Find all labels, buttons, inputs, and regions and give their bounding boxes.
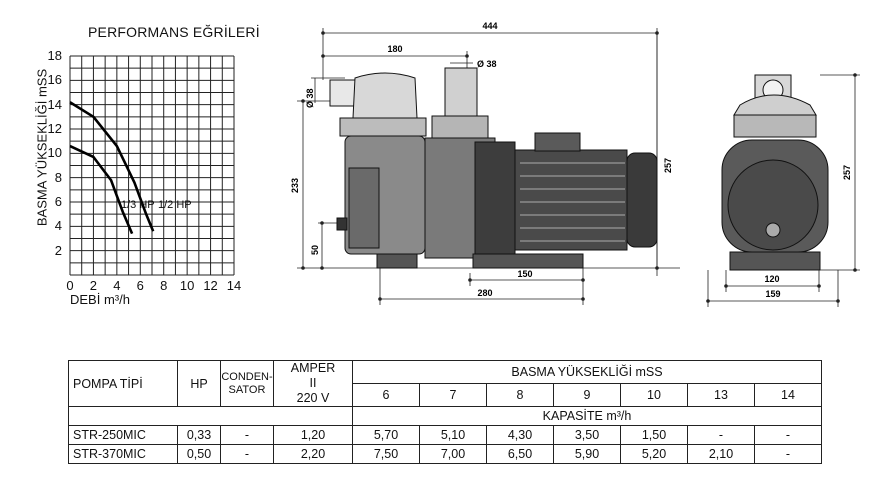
series-line-0 xyxy=(69,144,134,235)
header-spacer xyxy=(68,406,353,426)
dim-label-444: 444 xyxy=(482,21,497,31)
cell-capacity: - xyxy=(754,444,822,464)
header-amper-line2: II xyxy=(309,376,317,390)
chart-grid xyxy=(69,55,235,276)
dim-label-150: 150 xyxy=(517,269,532,279)
x-tick-label: 14 xyxy=(226,278,242,293)
header-pompa-tipi: POMPA TİPİ xyxy=(68,360,178,407)
x-tick-label: 2 xyxy=(89,278,98,293)
dim-label-280: 280 xyxy=(477,288,492,298)
series-label-1-3hp: 1/3 HP xyxy=(121,199,155,211)
performance-chart xyxy=(69,55,235,276)
table-row: STR-370MIC 0,50 - 2,20 7,50 7,00 6,50 5,… xyxy=(68,444,822,464)
dim-label-257-front: 257 xyxy=(842,165,852,180)
dim-label-257-side: 257 xyxy=(663,158,673,173)
cell-amper: 2,20 xyxy=(273,444,353,464)
cell-condensator: - xyxy=(220,444,274,464)
header-condensator: CONDEN- SATOR xyxy=(220,360,274,407)
x-tick-label: 10 xyxy=(179,278,195,293)
cell-pompa-tipi: STR-250MIC xyxy=(68,425,178,445)
head-value: 6 xyxy=(352,383,420,407)
head-value: 14 xyxy=(754,383,822,407)
cell-capacity: 5,90 xyxy=(553,444,621,464)
series-line-1 xyxy=(69,101,155,232)
header-amper-line3: 220 V xyxy=(296,391,330,405)
series-label-1-2hp: 1/2 HP xyxy=(158,199,192,211)
y-tick-label: 6 xyxy=(54,194,62,209)
head-value: 7 xyxy=(419,383,487,407)
dim-label-50: 50 xyxy=(310,245,320,255)
y-tick-label: 14 xyxy=(47,96,62,112)
header-condensator-line1: CONDEN- xyxy=(221,370,273,383)
x-tick-label: 0 xyxy=(66,278,74,293)
header-basma: BASMA YÜKSEKLİĞİ mSS xyxy=(352,360,822,384)
header-amper: AMPER II 220 V xyxy=(273,360,353,407)
x-tick-label: 4 xyxy=(113,278,121,293)
header-condensator-line2: SATOR xyxy=(228,383,266,396)
chart-title: PERFORMANS EĞRİLERİ xyxy=(88,24,260,40)
x-tick-label: 6 xyxy=(136,278,144,293)
pump-body-front xyxy=(721,74,829,271)
table-row: STR-250MIC 0,33 - 1,20 5,70 5,10 4,30 3,… xyxy=(68,425,822,445)
cell-capacity: 1,50 xyxy=(620,425,688,445)
head-value: 13 xyxy=(687,383,755,407)
cell-capacity: - xyxy=(754,425,822,445)
spec-table: POMPA TİPİ HP CONDEN- SATOR AMPER II 220… xyxy=(68,360,822,464)
y-tick-label: 8 xyxy=(54,169,62,185)
x-tick-label: 12 xyxy=(203,278,218,293)
header-amper-line1: AMPER xyxy=(290,361,336,375)
dim-label-180: 180 xyxy=(387,44,402,54)
cell-capacity: 2,10 xyxy=(687,444,755,464)
cell-capacity: 4,30 xyxy=(486,425,554,445)
header-hp: HP xyxy=(177,360,221,407)
dim-label-diam38-side: Ø 38 xyxy=(305,88,315,108)
y-tick-label: 12 xyxy=(47,121,62,136)
header-kapasite: KAPASİTE m³/h xyxy=(352,406,822,426)
cell-hp: 0,50 xyxy=(177,444,221,464)
dim-label-diam38-top: Ø 38 xyxy=(477,59,497,69)
head-value: 8 xyxy=(486,383,554,407)
cell-capacity: 7,00 xyxy=(419,444,487,464)
y-tick-label: 2 xyxy=(54,242,62,258)
dim-label-159: 159 xyxy=(765,289,780,299)
cell-capacity: 5,70 xyxy=(352,425,420,445)
dim-label-233: 233 xyxy=(290,178,300,193)
cell-capacity: - xyxy=(687,425,755,445)
cell-hp: 0,33 xyxy=(177,425,221,445)
pump-side-view-drawing: 444 180 Ø 38 Ø 38 233 257 50 150 280 xyxy=(290,21,680,305)
head-value: 10 xyxy=(620,383,688,407)
pump-front-view-drawing: 257 120 159 xyxy=(706,73,860,307)
chart-x-axis-label: DEBİ m³/h xyxy=(70,292,130,307)
y-tick-label: 4 xyxy=(54,218,62,234)
cell-pompa-tipi: STR-370MIC xyxy=(68,444,178,464)
y-tick-label: 10 xyxy=(47,145,62,161)
cell-capacity: 7,50 xyxy=(352,444,420,464)
cell-condensator: - xyxy=(220,425,274,445)
pump-body-side xyxy=(329,67,658,269)
y-tick-label: 18 xyxy=(47,48,62,63)
x-tick-label: 8 xyxy=(160,278,168,293)
cell-capacity: 6,50 xyxy=(486,444,554,464)
cell-capacity: 3,50 xyxy=(553,425,621,445)
cell-capacity: 5,20 xyxy=(620,444,688,464)
cell-amper: 1,20 xyxy=(273,425,353,445)
y-tick-label: 16 xyxy=(47,72,62,88)
cell-capacity: 5,10 xyxy=(419,425,487,445)
dim-label-120: 120 xyxy=(764,274,779,284)
head-value: 9 xyxy=(553,383,621,407)
chart-curves xyxy=(69,101,155,235)
